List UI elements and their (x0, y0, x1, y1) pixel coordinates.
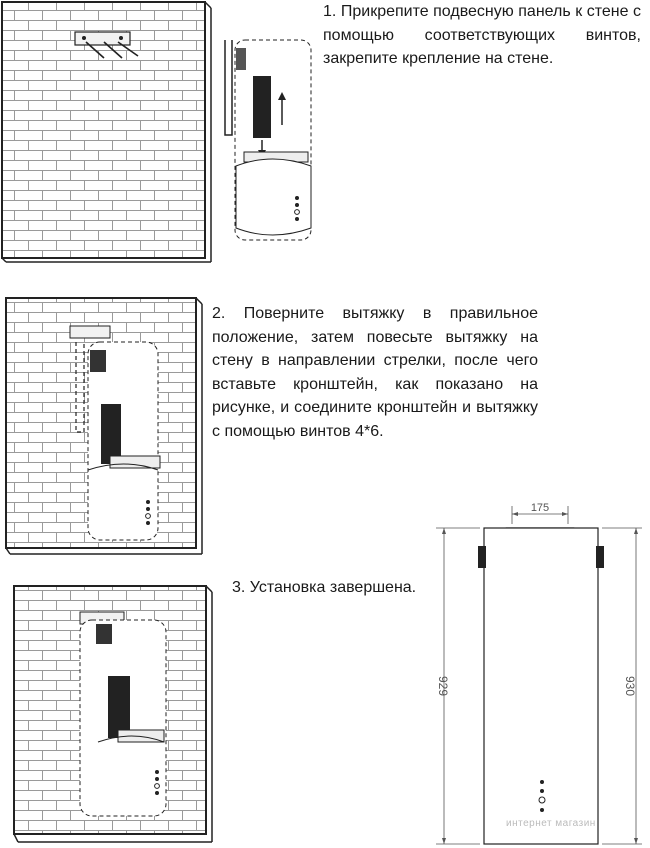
step-3-text: 3. Установка завершена. (232, 579, 417, 596)
left-height-dimension: 929 (436, 676, 450, 696)
step-1-text: 1. Прикрепите подвесную панель к стене с… (323, 3, 641, 67)
step-2-text: 2. Поверните вытяжку в правильное положе… (212, 305, 538, 440)
hood-drawing (69, 325, 161, 541)
hood-drawing (79, 611, 167, 817)
mounting-plate (74, 31, 139, 59)
step3-figure (13, 585, 213, 843)
step1-figure (1, 1, 312, 263)
dimension-drawing: 175 929 930 (436, 502, 642, 845)
bracket-width-dimension: 175 (531, 502, 549, 514)
right-height-dimension: 930 (623, 676, 637, 696)
hood-body (483, 527, 599, 845)
hood-drawing (224, 39, 312, 241)
watermark: интернет магазин (506, 818, 596, 829)
step2-figure (5, 297, 203, 555)
